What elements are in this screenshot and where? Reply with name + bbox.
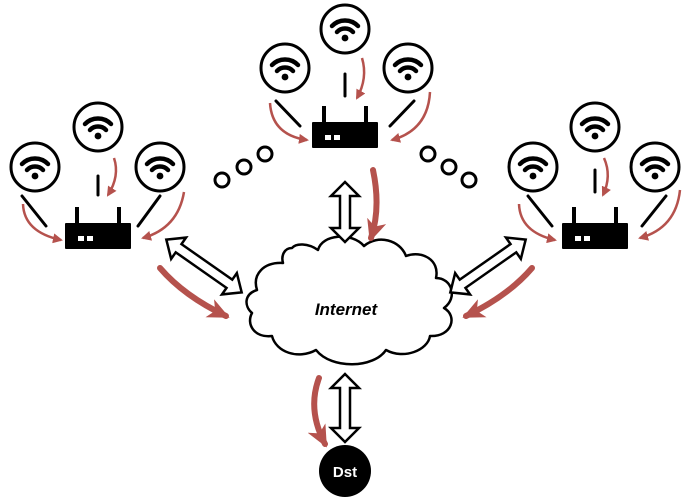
wifi-icon [11, 143, 59, 191]
internet-cloud: Internet [245, 235, 454, 366]
right-network [509, 103, 680, 249]
link-arrow-bottom [327, 372, 363, 444]
link-arrow-right [448, 236, 528, 296]
wifi-icon [136, 143, 184, 191]
destination-label: Dst [333, 464, 357, 481]
lead-line [20, 194, 48, 228]
lead-line [136, 194, 162, 228]
wifi-icon [321, 5, 369, 53]
flow-arrow-to-dst [307, 375, 328, 448]
more-networks-dots [213, 145, 478, 189]
flow-arrow-to-internet [462, 265, 535, 319]
wifi-icon [261, 44, 309, 92]
internet-label: Internet [315, 300, 379, 319]
top-network [261, 5, 432, 148]
lead-line [274, 99, 302, 128]
router-icon [312, 106, 378, 148]
flow-arrow [638, 189, 682, 241]
flow-arrow [268, 102, 309, 144]
router-icon [562, 207, 628, 249]
lead-line [640, 194, 668, 228]
flow-arrow [601, 157, 611, 197]
flow-arrow [21, 203, 63, 244]
flow-arrow [517, 203, 557, 244]
wifi-icon [631, 143, 679, 191]
link-arrow-top [327, 180, 363, 244]
lead-line [388, 99, 416, 128]
lead-line [526, 194, 554, 228]
flow-arrow [106, 157, 118, 197]
flow-arrow [141, 191, 186, 241]
wifi-icon [74, 103, 122, 151]
router-icon [65, 207, 131, 249]
flow-arrow-to-internet [367, 167, 387, 242]
wifi-icon [571, 103, 619, 151]
flow-arrow-to-internet [157, 265, 230, 319]
link-arrow-left [164, 236, 244, 296]
destination-node: Dst [319, 445, 371, 497]
left-network [11, 103, 184, 249]
flow-arrow [355, 57, 366, 100]
wifi-icon [384, 44, 432, 92]
wifi-icon [509, 143, 557, 191]
flow-arrow [390, 91, 432, 143]
